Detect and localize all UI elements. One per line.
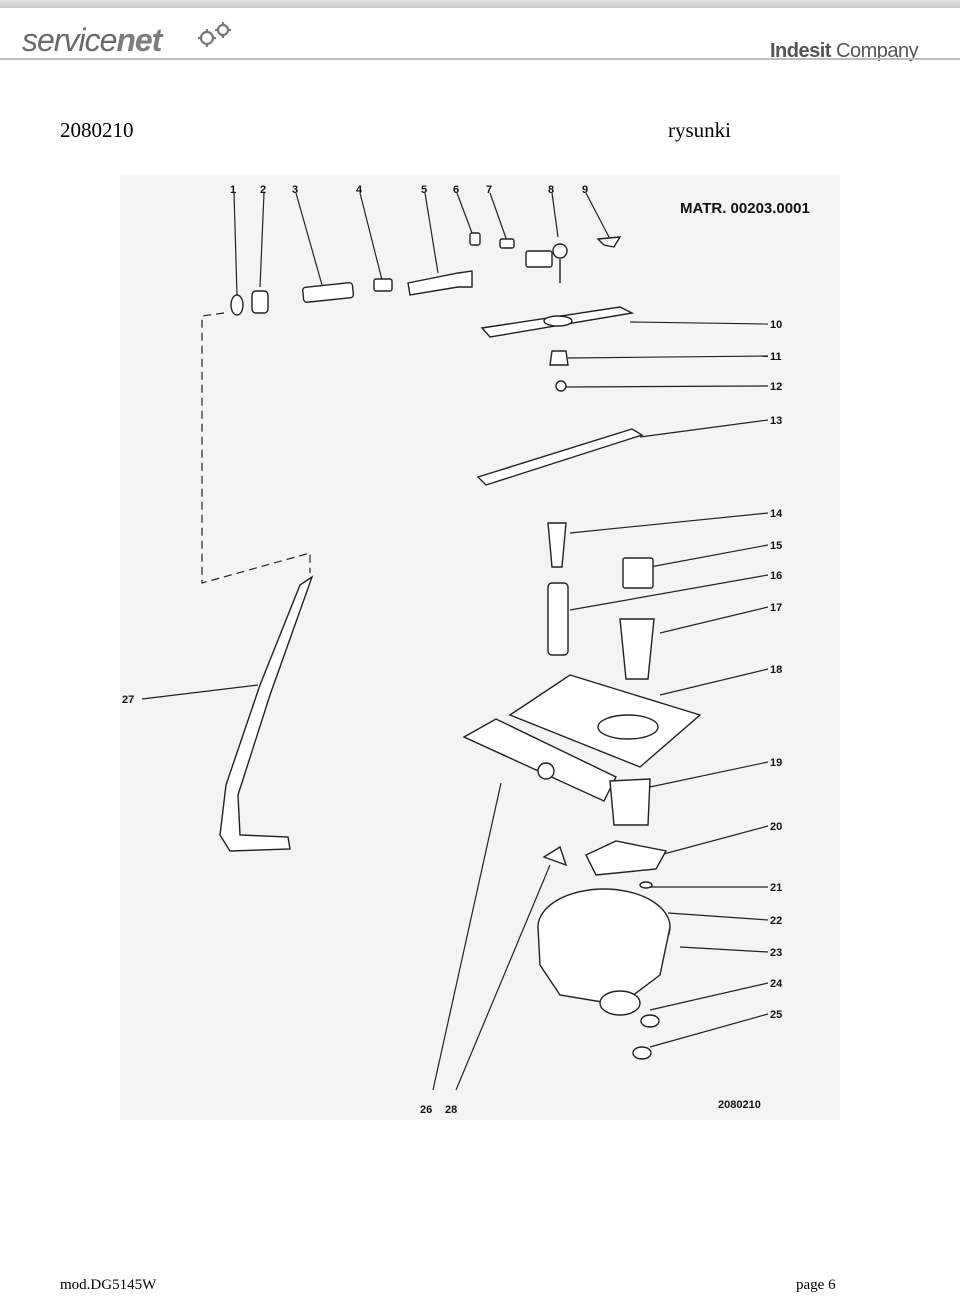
part-number: 14 [770,508,783,520]
part-number: 25 [770,1009,782,1021]
part-number: 17 [770,602,782,614]
exploded-parts-drawing: MATR. 00203.0001 2080210 [120,175,840,1120]
footer-page-number: page 6 [796,1277,836,1293]
part-number: 16 [770,570,782,582]
part-number: 12 [770,381,782,393]
part-number: 20 [770,821,782,833]
document-kind: rysunki [668,118,731,142]
drawing-code: 2080210 [718,1099,761,1111]
footer-model: mod.DG5145W [60,1277,157,1293]
part-number: 1 [230,184,236,196]
part-number: 5 [421,184,427,196]
part-number: 9 [582,184,588,196]
document-code: 2080210 [60,118,134,142]
indesit-company-logo: Indesit Company [770,40,919,62]
part-number: 3 [292,184,298,196]
part-number: 7 [486,184,492,196]
part-number: 2 [260,184,266,196]
part-number: 8 [548,184,554,196]
part-number: 27 [122,694,134,706]
part-number: 18 [770,664,782,676]
part-number: 23 [770,947,782,959]
top-bar [0,0,960,8]
part-number: 15 [770,540,782,552]
parts-diagram: MATR. 00203.0001 2080210 [122,184,810,1116]
part-number: 21 [770,882,782,894]
part-number: 4 [356,184,363,196]
header-divider [0,58,960,60]
gear-icon [198,22,231,47]
part-number: 6 [453,184,459,196]
part-number: 22 [770,915,782,927]
part-number: 24 [770,978,783,990]
matr-label: MATR. 00203.0001 [680,200,810,217]
part-number: 26 [420,1104,432,1116]
part-number: 10 [770,319,782,331]
part-number: 11 [770,351,782,363]
part-number-labels: 1 2 3 4 5 6 7 8 9 10 11 12 13 14 15 16 1… [122,184,783,1116]
part-number: 19 [770,757,782,769]
servicenet-logo: servicenet [22,22,162,58]
part-number: 13 [770,415,782,427]
part-number: 28 [445,1104,457,1116]
page-header: servicenet Indesit Company [0,8,960,62]
